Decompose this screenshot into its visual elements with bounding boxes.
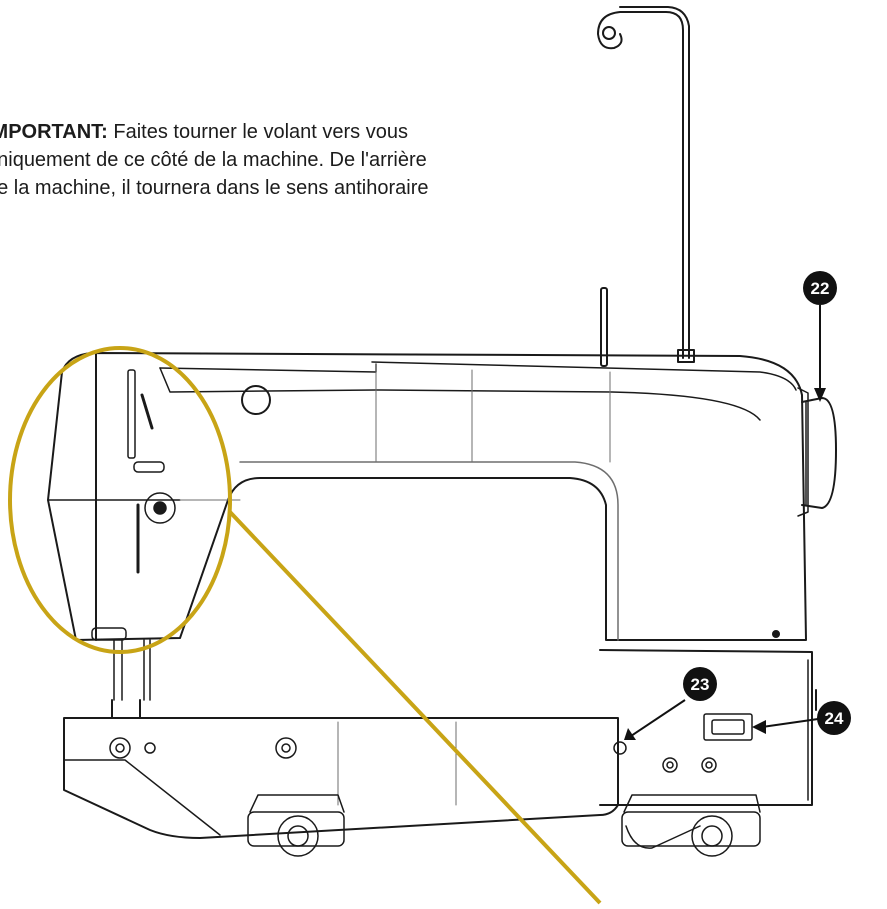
- callout-24: 24: [817, 701, 851, 735]
- roller-left: [247, 794, 345, 857]
- callout-number-24: 24: [825, 709, 844, 728]
- callout-23: 23: [683, 667, 717, 701]
- callout-22: 22: [803, 271, 837, 305]
- callout-arrow-24: [761, 718, 819, 728]
- note-text-1: Faites tourner le volant vers vous: [107, 121, 408, 143]
- spool-pin: [600, 287, 608, 367]
- note-line-2: uniquement de ce côté de la machine. De …: [0, 149, 427, 171]
- note-label: IMPORTANT:: [0, 121, 108, 143]
- roller-right: [621, 794, 761, 857]
- machine-arm: [47, 352, 807, 641]
- machine-base: [63, 649, 817, 839]
- serial-connector: [703, 713, 753, 741]
- handwheel: [797, 387, 837, 517]
- base-knobs: [109, 737, 717, 773]
- callout-arrowhead-22: [814, 388, 826, 402]
- thread-stand: [597, 6, 695, 363]
- important-note: IMPORTANT: Faites tourner le volant vers…: [0, 118, 586, 202]
- callout-number-22: 22: [811, 279, 830, 298]
- callout-arrowhead-23: [624, 728, 636, 740]
- needle-area-highlight: [8, 346, 602, 905]
- callout-arrow-23: [627, 699, 686, 739]
- note-line-1: IMPORTANT: Faites tourner le volant vers…: [0, 118, 586, 146]
- callout-arrowhead-24: [752, 720, 766, 734]
- needle-head: [91, 369, 176, 719]
- note-line-3: de la machine, il tournera dans le sens …: [0, 177, 429, 199]
- callout-number-23: 23: [691, 675, 710, 694]
